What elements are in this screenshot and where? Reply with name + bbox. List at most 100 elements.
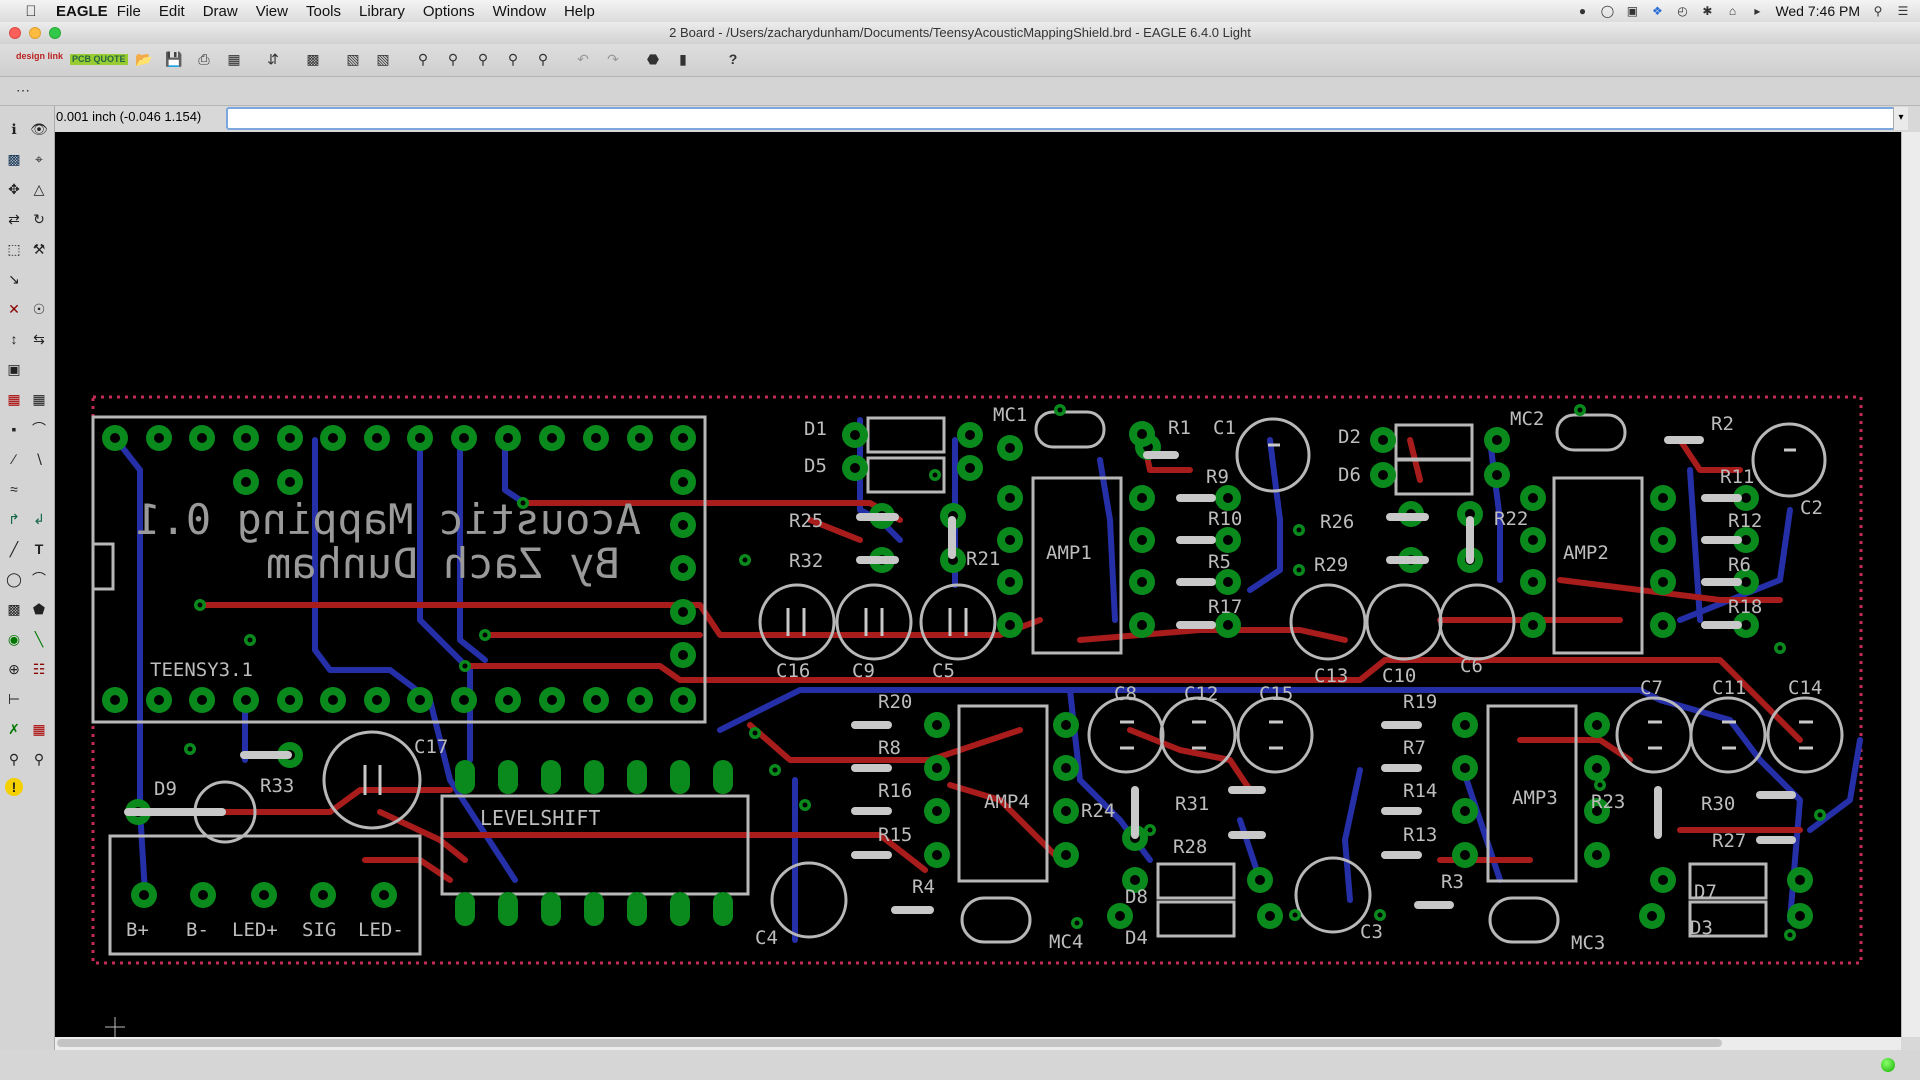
volume-icon[interactable]: ▸ [1754,4,1761,18]
warning-icon[interactable]: ! [5,778,23,796]
print-icon[interactable]: ⎙ [198,50,210,67]
time-machine-icon[interactable]: ◴ [1677,4,1688,18]
horizontal-scrollbar[interactable] [55,1037,1901,1050]
ulp-icon[interactable]: ▧ [376,50,390,67]
dropbox-icon[interactable]: ❖ [1652,4,1663,18]
screens-icon[interactable]: ▣ [1626,4,1639,18]
design-link-logo[interactable]: design link [16,51,64,61]
copy-icon[interactable]: △ [33,180,45,197]
ripup-icon[interactable]: ∖ [34,450,44,467]
apple-icon[interactable]:  [20,3,42,20]
hole-icon[interactable]: ⊕ [8,660,20,677]
arc-icon[interactable]: ⌒ [32,571,46,587]
stop-icon[interactable]: ⬣ [646,50,660,67]
auto-icon[interactable]: ▦ [32,720,46,737]
svg-text:D3: D3 [1690,917,1713,939]
menu-library[interactable]: Library [359,2,405,20]
menu-window[interactable]: Window [492,2,546,20]
signal-icon[interactable]: ≈ [10,481,18,497]
help-icon[interactable]: ? [728,51,738,67]
dimension-icon[interactable]: ⊢ [7,690,21,707]
clock[interactable]: Wed 7:46 PM [1775,3,1860,19]
group-icon[interactable]: ⬚ [7,240,21,257]
undo-icon[interactable]: ↶ [577,50,589,67]
move-icon[interactable]: ✥ [8,180,20,197]
zoom-out-icon[interactable]: ⚲ [477,50,489,67]
zoom-window-button[interactable] [49,27,61,39]
rotate-icon[interactable]: ↻ [33,210,45,227]
connector-label-ledminus: LED- [358,919,404,941]
spotlight-icon[interactable]: ⚲ [1873,4,1883,18]
command-line-input[interactable]: ▾ [226,107,1908,130]
grid-icon[interactable]: ⋯ [16,81,30,98]
menu-edit[interactable]: Edit [158,2,185,20]
pcb-quote-logo[interactable]: PCB QUOTE [70,54,128,65]
app-menu[interactable]: EAGLE [56,2,108,20]
show-icon[interactable]: 👁 [30,120,48,137]
wire-icon[interactable]: ╱ [9,540,19,557]
add-icon[interactable]: ☉ [32,300,46,317]
bluetooth-icon[interactable]: ✱ [1702,4,1713,18]
menu-tools[interactable]: Tools [305,2,342,20]
svg-text:C17: C17 [414,736,448,758]
redo-icon[interactable]: ↷ [607,50,619,67]
library-icon[interactable]: ▩ [306,50,320,67]
delete-icon[interactable]: ✕ [8,300,20,317]
list-icon[interactable]: ☰ [1897,4,1909,18]
minimize-window-button[interactable] [29,27,41,39]
miter-icon[interactable]: ▦ [32,390,46,407]
paste-icon[interactable]: ↘ [8,270,20,287]
name-icon[interactable]: ↕ [10,331,18,347]
display-layers-icon[interactable]: ▩ [7,150,21,167]
autorouter-icon[interactable]: ↱ [8,510,20,527]
circle-icon[interactable]: ◯ [6,570,22,587]
split-icon[interactable]: ▪ [11,421,17,437]
optimize-icon[interactable]: ⌒ [32,421,46,437]
via-icon[interactable]: ◉ [7,630,21,647]
lock-icon[interactable]: ▣ [7,360,21,377]
go-icon[interactable]: ▮ [679,50,687,67]
attribute-icon[interactable]: ☷ [32,660,46,677]
info-icon[interactable]: ℹ [11,120,17,137]
rect-icon[interactable]: ▩ [7,600,21,617]
ratsnest-all-icon[interactable]: ✗ [8,720,20,737]
menu-file[interactable]: File [116,2,141,20]
cam-icon[interactable]: ▦ [227,50,241,67]
svg-text:R23: R23 [1591,791,1625,813]
close-window-button[interactable] [9,27,21,39]
value-icon[interactable]: ⇆ [33,330,45,347]
menu-help[interactable]: Help [563,2,595,20]
levelshift-pads [455,760,733,926]
route-icon[interactable]: ∕ [12,451,16,467]
menu-view[interactable]: View [255,2,288,20]
polygon-icon[interactable]: ⬟ [32,600,46,617]
wifi-icon[interactable]: ⌂ [1728,4,1737,18]
ratsnest-icon[interactable]: ↲ [33,510,45,527]
vertical-scrollbar[interactable] [1901,132,1920,1037]
menu-draw[interactable]: Draw [202,2,238,20]
drc-icon[interactable]: ⚲ [8,750,20,767]
smash-icon[interactable]: ▦ [7,390,21,407]
svg-text:C11: C11 [1712,677,1746,699]
horizontal-scroll-thumb[interactable] [57,1039,1722,1047]
open-icon[interactable]: 📂 [135,50,153,67]
mirror-icon[interactable]: ⇄ [8,210,20,227]
mark-icon[interactable]: ⌖ [35,150,43,167]
zoom-fit-icon[interactable]: ⚲ [417,50,429,67]
sync-icon[interactable]: ◯ [1600,4,1615,18]
errors-icon[interactable]: ⚲ [33,750,45,767]
redraw-icon[interactable]: ⚲ [507,50,519,67]
zoom-select-icon[interactable]: ⚲ [537,50,549,67]
signal-wire-icon[interactable]: ╲ [34,630,44,647]
text-icon[interactable]: T [34,541,44,557]
change-icon[interactable]: ⚒ [32,240,46,257]
menu-options[interactable]: Options [422,2,475,20]
command-history-dropdown[interactable]: ▾ [1893,107,1908,130]
switch-schematic-icon[interactable]: ⇵ [267,50,279,67]
save-icon[interactable]: 💾 [165,50,183,67]
zoom-in-icon[interactable]: ⚲ [447,50,459,67]
notification-icon[interactable]: ● [1578,4,1587,18]
script-icon[interactable]: ▧ [346,50,360,67]
